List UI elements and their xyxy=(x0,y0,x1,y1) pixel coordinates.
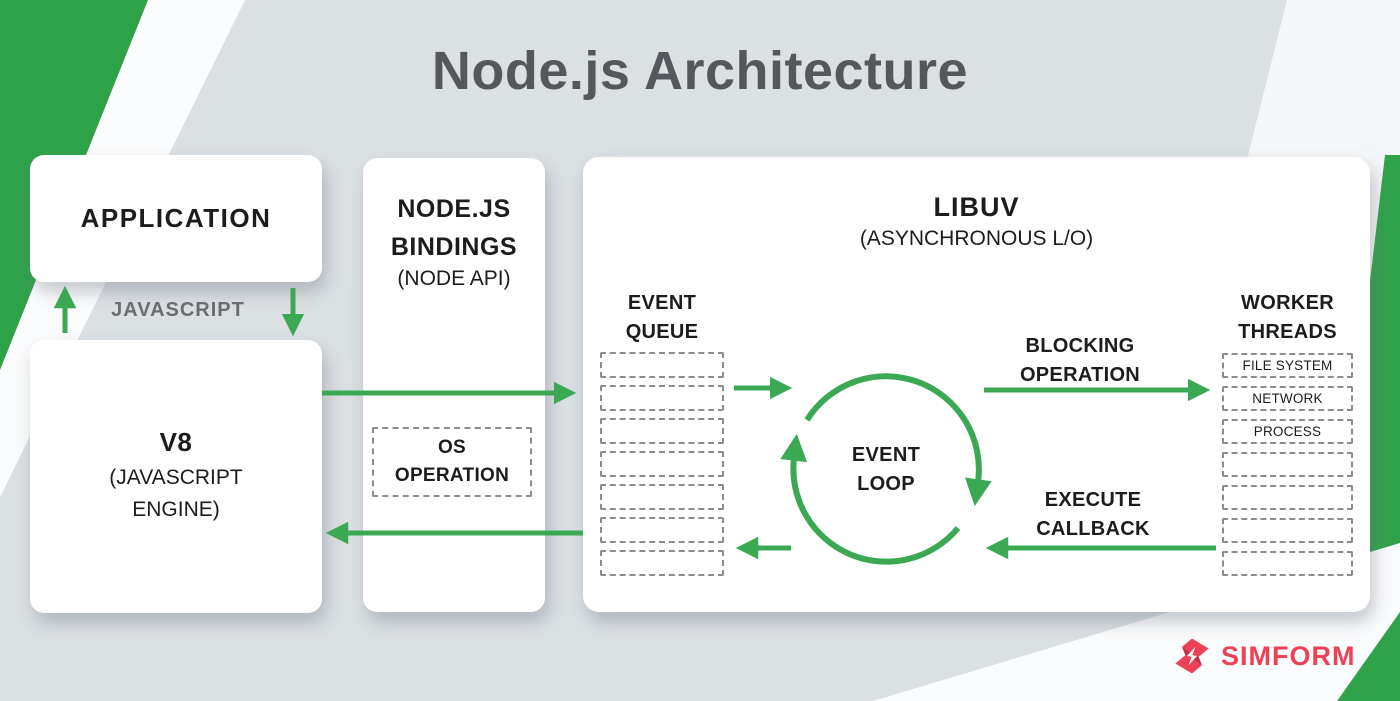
nodejs-bindings-box: NODE.JS BINDINGS (NODE API) xyxy=(363,158,545,612)
application-label: APPLICATION xyxy=(80,203,272,233)
worker-threads-label: WORKER THREADS xyxy=(1238,292,1337,343)
worker-threads: FILE SYSTEM NETWORK PROCESS xyxy=(1222,353,1353,584)
worker-thread-label: NETWORK xyxy=(1252,391,1323,406)
os-operation-label: OS OPERATION xyxy=(394,437,510,486)
worker-thread-label: PROCESS xyxy=(1253,424,1322,439)
simform-wordmark: SIMFORM xyxy=(1221,640,1356,671)
v8-engine-box: V8 (JAVASCRIPT ENGINE) xyxy=(30,340,322,613)
bindings-title: NODE.JS BINDINGS xyxy=(390,195,518,261)
application-box: APPLICATION xyxy=(30,155,322,282)
worker-thread-slot: FILE SYSTEM xyxy=(1222,353,1353,378)
os-operation-box: OS OPERATION xyxy=(372,427,532,497)
worker-thread-slot: PROCESS xyxy=(1222,419,1353,444)
event-queue-slot xyxy=(600,484,724,510)
event-queue-label: EVENT QUEUE xyxy=(625,292,699,343)
worker-thread-slot xyxy=(1222,452,1353,477)
execute-callback-label: EXECUTE CALLBACK xyxy=(1036,489,1150,540)
worker-thread-slot xyxy=(1222,518,1353,543)
page-title: Node.js Architecture xyxy=(431,41,969,101)
v8-label: V8 xyxy=(159,427,193,457)
libuv-subtitle: (ASYNCHRONOUS L/O) xyxy=(859,227,1094,250)
worker-thread-label: FILE SYSTEM xyxy=(1242,358,1333,373)
libuv-title: LIBUV xyxy=(933,192,1020,222)
event-queue-slot xyxy=(600,352,724,378)
event-loop-label: EVENT LOOP xyxy=(851,444,921,495)
worker-thread-slot xyxy=(1222,551,1353,576)
event-queue-slot xyxy=(600,550,724,576)
worker-thread-slot xyxy=(1222,485,1353,510)
event-queue-slot xyxy=(600,517,724,543)
event-queue-slot xyxy=(600,385,724,411)
blocking-operation-label: BLOCKING OPERATION xyxy=(1019,335,1141,386)
v8-subtitle: (JAVASCRIPT ENGINE) xyxy=(109,466,243,521)
simform-logo: SIMFORM xyxy=(1172,636,1356,676)
libuv-header: LIBUV (ASYNCHRONOUS L/O) xyxy=(583,192,1370,251)
simform-icon xyxy=(1175,638,1209,674)
worker-thread-slot: NETWORK xyxy=(1222,386,1353,411)
javascript-label: JAVASCRIPT xyxy=(111,299,245,321)
event-queue xyxy=(600,352,724,583)
event-queue-slot xyxy=(600,418,724,444)
bindings-subtitle: (NODE API) xyxy=(397,267,511,290)
event-queue-slot xyxy=(600,451,724,477)
